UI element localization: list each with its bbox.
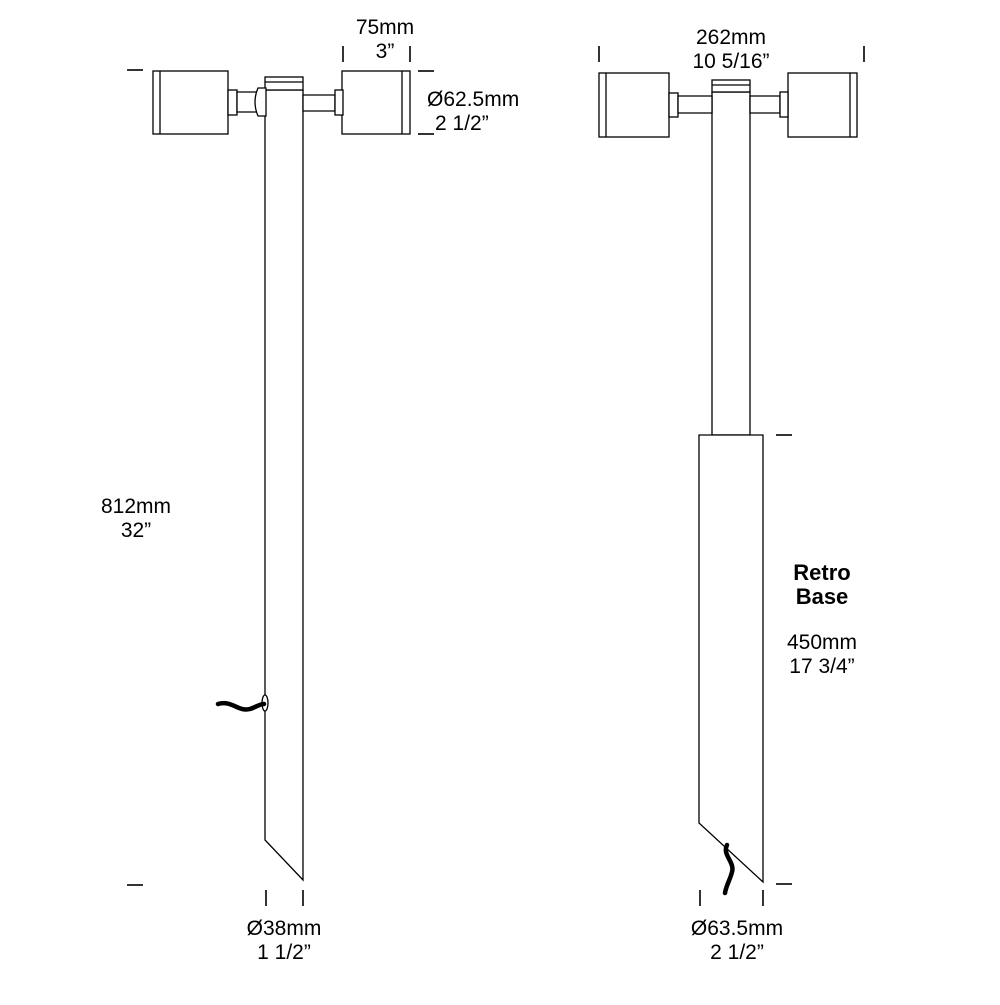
left-head-width-in: 3”: [376, 40, 395, 63]
retro-base-height-in: 17 3/4”: [789, 655, 854, 678]
left-head-a: [152, 70, 267, 135]
retro-base-diameter-mm: Ø63.5mm: [691, 917, 783, 940]
right-width-mm: 262mm: [696, 26, 766, 49]
right-dimension-labels: 262mm 10 5/16” Retro Base 450mm 17 3/4” …: [691, 26, 857, 964]
retro-base: [698, 434, 764, 884]
left-dimension-labels: 75mm 3” Ø62.5mm 2 1/2” 812mm 32” Ø38mm 1…: [101, 16, 519, 964]
left-head-width-mm: 75mm: [356, 16, 414, 39]
left-height-mm: 812mm: [101, 495, 171, 518]
left-head-b: [302, 70, 411, 135]
left-pole-cap: [264, 76, 304, 91]
left-head-diameter-in: 2 1/2”: [435, 112, 489, 135]
left-dimension-ticks: [127, 46, 434, 906]
left-height-in: 32”: [121, 519, 151, 542]
left-fixture: [152, 70, 411, 882]
right-width-in: 10 5/16”: [692, 50, 769, 73]
left-pole-diameter-mm: Ø38mm: [247, 917, 322, 940]
left-head-diameter-mm: Ø62.5mm: [427, 88, 519, 111]
right-fixture: [598, 72, 858, 896]
right-head-a: [598, 72, 713, 138]
retro-base-height-mm: 450mm: [787, 631, 857, 654]
left-pole-diameter-in: 1 1/2”: [257, 941, 311, 964]
right-head-b: [749, 72, 858, 138]
retro-base-diameter-in: 2 1/2”: [710, 941, 764, 964]
right-upper-pole: [711, 91, 751, 436]
right-pole-cap: [711, 79, 751, 93]
retro-base-title-line1: Retro: [793, 560, 850, 585]
retro-base-title-line2: Base: [796, 584, 849, 609]
left-pole: [264, 89, 304, 882]
left-cable: [215, 700, 267, 712]
right-cable: [722, 842, 735, 896]
right-dimension-ticks: [598, 46, 865, 906]
